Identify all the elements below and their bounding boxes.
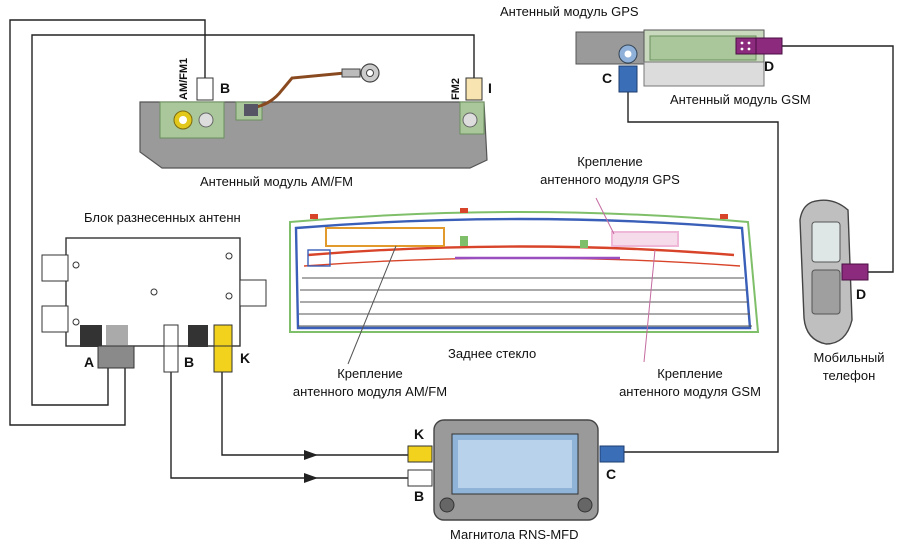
cable-b-to-radio: [170, 372, 408, 479]
connector-k-label-radio: K: [414, 426, 425, 442]
radio-label: Магнитола RNS-MFD: [450, 527, 579, 542]
amfm-module: [139, 63, 488, 169]
wiring: [9, 19, 894, 483]
diversity-block: [41, 237, 267, 373]
phone-label-line1: Мобильный: [813, 350, 885, 365]
callout-leaders: [347, 197, 656, 365]
connector-b-label-radio: B: [414, 488, 425, 504]
amfm-mount-label-line1: Крепление: [337, 366, 403, 381]
cable-k-to-radio: [221, 372, 408, 456]
connector-d-label-phone: D: [856, 286, 867, 302]
gsm-mount-label-line1: Крепление: [657, 366, 723, 381]
connector-c-label-module: C: [602, 70, 613, 86]
connector-i-label: I: [488, 80, 492, 96]
connector-k-label-block: K: [240, 350, 251, 366]
gsm-module-label: Антенный модуль GSM: [670, 92, 811, 107]
diversity-block-label: Блок разнесенных антенн: [84, 210, 241, 225]
cable-fm2-to-a: [31, 34, 475, 406]
cable-amfm1-to-a: [9, 19, 206, 426]
connector-b-label-module: B: [220, 80, 231, 96]
mobile-phone: [799, 199, 869, 345]
gps-module-label: Антенный модуль GPS: [500, 4, 639, 19]
gps-mount-label-line1: Крепление: [577, 154, 643, 169]
gsm-mount-label-line2: антенного модуля GSM: [619, 384, 761, 399]
rear-glass: [289, 208, 760, 333]
cable-gps-to-c: [624, 92, 779, 453]
connector-d-label-module: D: [764, 58, 775, 74]
rear-glass-label: Заднее стекло: [448, 346, 537, 361]
radio-unit: [407, 419, 625, 521]
phone-label-line2: телефон: [822, 368, 876, 383]
connector-a-label: A: [84, 354, 95, 370]
connector-c-label-radio: C: [606, 466, 617, 482]
arrow-b: [304, 473, 318, 483]
cable-gsm-to-phone: [782, 45, 894, 273]
amfm-module-label: Антенный модуль AM/FM: [200, 174, 353, 189]
amfm-mount-label-line2: антенного модуля AM/FM: [292, 384, 448, 399]
gps-mount-label-line2: антенного модуля GPS: [540, 172, 680, 187]
connector-b-label-block: B: [184, 354, 195, 370]
fm2-antenna-label: FM2: [450, 78, 462, 100]
arrow-k: [304, 450, 318, 460]
gps-gsm-module: [575, 29, 783, 93]
amfm1-antenna-label: AM/FM1: [178, 57, 190, 100]
